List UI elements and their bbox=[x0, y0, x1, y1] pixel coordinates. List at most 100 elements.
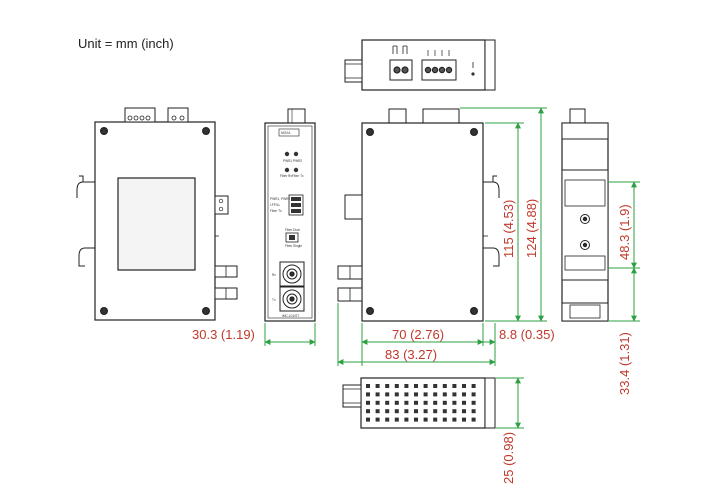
vent-hole bbox=[404, 400, 409, 405]
vent-hole bbox=[366, 400, 370, 405]
vent-hole bbox=[433, 392, 438, 397]
brand-label: MOXA bbox=[281, 131, 291, 135]
port-label-rx: Rx bbox=[272, 273, 276, 277]
vent-hole bbox=[385, 384, 390, 388]
vent-hole bbox=[433, 400, 438, 405]
dim-overall-width: 83 (3.27) bbox=[385, 347, 437, 362]
vent-hole bbox=[471, 417, 476, 422]
port-label-tx: Tx bbox=[272, 298, 276, 302]
dim-flange: 8.8 (0.35) bbox=[499, 327, 555, 342]
vent-hole bbox=[404, 409, 409, 414]
vent-hole bbox=[442, 409, 447, 414]
vent-hole bbox=[423, 392, 428, 397]
screws bbox=[99, 126, 211, 316]
dip-label-2: LFP/LL bbox=[270, 203, 281, 207]
dim-rail-offset: 33.4 (1.31) bbox=[617, 332, 632, 395]
vent-hole bbox=[442, 400, 447, 405]
vent-hole bbox=[423, 384, 428, 388]
rear-view bbox=[561, 108, 609, 322]
top-view bbox=[344, 39, 496, 91]
vent-hole bbox=[404, 417, 409, 422]
vent-hole bbox=[375, 417, 380, 422]
vent-hole bbox=[423, 400, 428, 405]
vent-hole bbox=[433, 417, 438, 422]
vent-hole bbox=[433, 409, 438, 414]
vent-hole bbox=[404, 392, 409, 397]
vent-hole bbox=[414, 384, 418, 388]
vent-hole bbox=[471, 400, 476, 405]
vent-hole bbox=[452, 417, 457, 422]
vent-hole bbox=[452, 400, 457, 405]
vent-hole bbox=[366, 409, 370, 414]
vent-hole bbox=[462, 384, 466, 388]
vent-hole bbox=[471, 409, 476, 414]
vent-hole bbox=[462, 409, 466, 414]
port-selector-label-2: Fiber Single bbox=[285, 244, 302, 248]
vent-hole bbox=[442, 384, 447, 388]
vent-hole bbox=[462, 392, 466, 397]
vent-hole bbox=[366, 392, 370, 397]
vent-hole bbox=[394, 409, 399, 414]
right-side-view bbox=[337, 108, 500, 322]
vent-hole bbox=[385, 417, 390, 422]
vent-hole bbox=[462, 400, 466, 405]
vent-hole bbox=[394, 384, 399, 388]
dim-rail-clip: 48.3 (1.9) bbox=[617, 204, 632, 260]
relay-terminal-block bbox=[421, 50, 457, 81]
led-label-pwr2: PWR2 bbox=[293, 159, 302, 163]
vent-hole bbox=[375, 409, 380, 414]
vent-hole bbox=[375, 392, 380, 397]
dim-bottom-depth: 25 (0.98) bbox=[501, 432, 516, 484]
vent-hole bbox=[462, 417, 466, 422]
vent-hole bbox=[414, 392, 418, 397]
dimension-labels: 30.3 (1.19) 70 (2.76) 8.8 (0.35) 83 (3.2… bbox=[192, 199, 632, 484]
right-view-body bbox=[361, 122, 484, 322]
dim-width: 70 (2.76) bbox=[392, 327, 444, 342]
led-label-pwr1: PWR1 bbox=[283, 159, 292, 163]
dip-label-3: Fiber Tx bbox=[270, 209, 282, 213]
vent-hole bbox=[414, 409, 418, 414]
vent-hole bbox=[414, 400, 418, 405]
fiber-ports bbox=[279, 261, 305, 312]
vent-hole bbox=[423, 409, 428, 414]
vent-hole bbox=[433, 384, 438, 388]
vent-hole bbox=[385, 409, 390, 414]
vent-hole bbox=[404, 384, 409, 388]
vent-hole bbox=[366, 417, 370, 422]
dip-label-1: PWR1, PWR2 bbox=[270, 197, 290, 201]
vent-hole bbox=[452, 392, 457, 397]
bottom-view bbox=[342, 377, 496, 429]
vent-hole bbox=[375, 400, 380, 405]
vent-hole bbox=[452, 409, 457, 414]
dimension-lines bbox=[264, 107, 640, 429]
vent-hole bbox=[394, 417, 399, 422]
vent-hole bbox=[414, 417, 418, 422]
vent-hole bbox=[452, 384, 457, 388]
vent-hole bbox=[375, 384, 380, 388]
vent-hole bbox=[442, 392, 447, 397]
vent-hole bbox=[394, 392, 399, 397]
vent-hole bbox=[423, 417, 428, 422]
vent-hole bbox=[471, 384, 476, 388]
power-terminal-block bbox=[389, 45, 413, 81]
dim-left-depth: 30.3 (1.19) bbox=[192, 327, 255, 342]
din-clip-screws bbox=[580, 214, 590, 250]
port-selector-label-1: Fiber Dual bbox=[285, 228, 300, 232]
vent-hole bbox=[366, 384, 370, 388]
left-side-view bbox=[76, 107, 238, 321]
dim-height-total: 124 (4.88) bbox=[524, 199, 539, 258]
model-label: IMC-101/ST bbox=[282, 314, 299, 318]
vent-hole bbox=[394, 400, 399, 405]
vent-hole bbox=[442, 417, 447, 422]
unit-label: Unit = mm (inch) bbox=[78, 36, 174, 51]
label-window bbox=[117, 177, 196, 271]
vent-hole bbox=[385, 392, 390, 397]
led-label-fiber-rx: Fiber Rx bbox=[280, 174, 292, 178]
screws bbox=[366, 128, 479, 316]
dim-height-body: 115 (4.53) bbox=[501, 200, 516, 258]
vent-hole bbox=[385, 400, 390, 405]
vent-hole bbox=[471, 392, 476, 397]
vent-grid bbox=[366, 384, 476, 422]
led-label-fiber-tx: Fiber Tx bbox=[292, 174, 304, 178]
